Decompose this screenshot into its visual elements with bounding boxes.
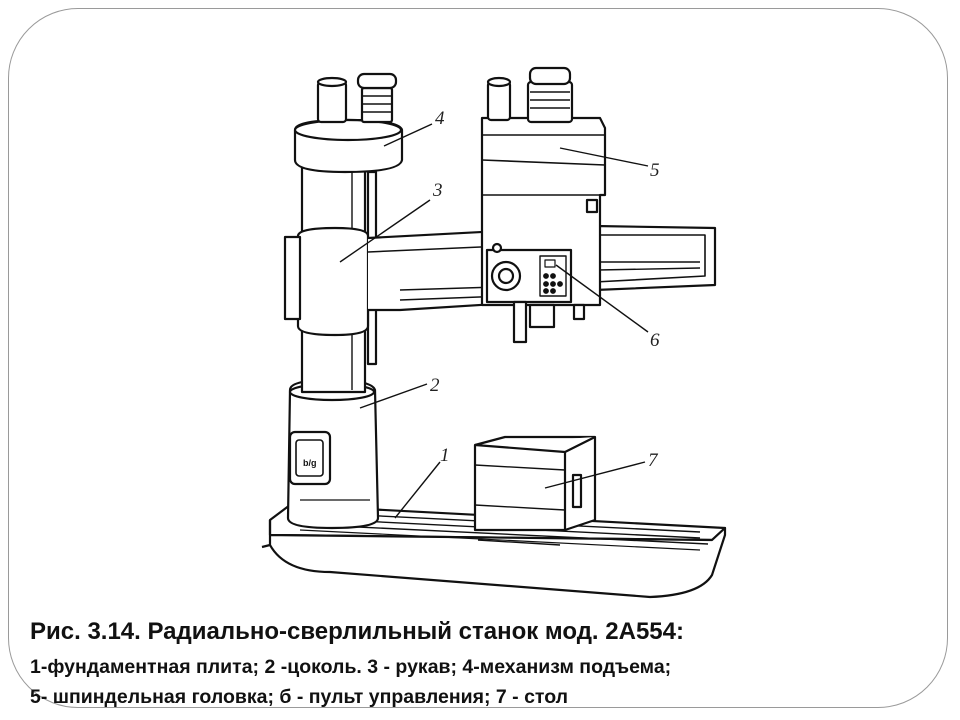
column-socle: b/g xyxy=(286,378,380,530)
callout-2: 2 xyxy=(430,375,440,396)
lifting-mechanism xyxy=(293,72,404,366)
control-panel-label: b/g xyxy=(303,458,317,468)
callout-5: 5 xyxy=(650,160,660,181)
callout-3: 3 xyxy=(432,180,443,201)
spindle-control-panel xyxy=(485,242,586,344)
callout-4: 4 xyxy=(435,108,445,129)
callout-6: 6 xyxy=(650,330,660,351)
callout-1: 1 xyxy=(440,445,450,466)
work-table xyxy=(473,435,597,546)
slide-frame xyxy=(8,8,948,708)
figure-caption-line-1: 1-фундаментная плита; 2 -цоколь. 3 - рук… xyxy=(30,656,672,678)
callout-7: 7 xyxy=(648,450,659,471)
figure-caption-title: Рис. 3.14. Радиально-сверлильный станок … xyxy=(30,618,684,645)
figure-caption-line-2: 5- шпиндельная головка; б - пульт управл… xyxy=(30,686,569,708)
leader-lines xyxy=(339,123,649,519)
